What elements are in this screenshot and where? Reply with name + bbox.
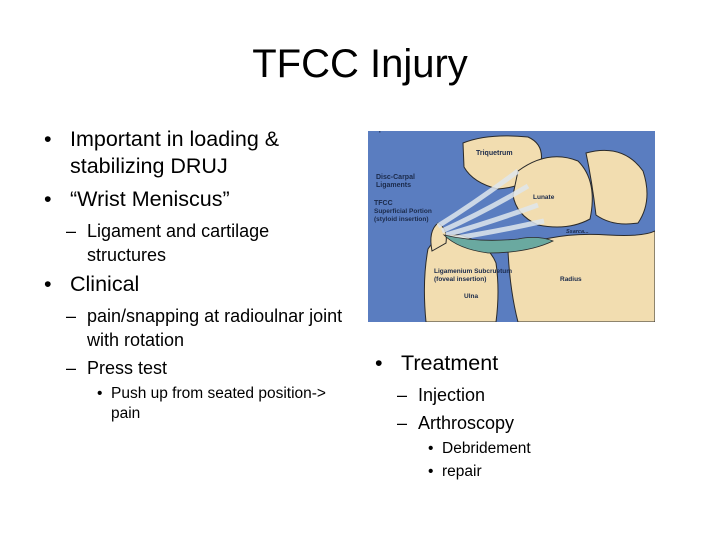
disc-carpal-ligament-fibers (436, 168, 545, 242)
slide-title: TFCC Injury (252, 42, 468, 86)
label-ulna: Ulna (464, 293, 478, 300)
sub-bullet-ligament-cartilage: Ligament and cartilage structures (56, 219, 344, 267)
sub-sub-bullet-repair: repair (420, 462, 695, 482)
bullet-treatment: Treatment (375, 350, 695, 377)
label-tfcc-line3: (styloid insertion) (374, 216, 429, 223)
label-ligamentum-line1: Ligamenium Subcruetum (434, 268, 512, 275)
lunate-bone (512, 156, 593, 228)
tfcc-articular-disc (442, 234, 554, 254)
radius-bone (507, 230, 655, 322)
label-tfcc-line1: TFCC (374, 200, 393, 207)
left-bullet-list: Important in loading & stabilizing DRUJ … (44, 126, 344, 427)
label-radius: Radius (560, 276, 582, 283)
sub-bullet-injection: Injection (387, 383, 695, 407)
label-triquetrum-text: Triquetrum (476, 150, 513, 157)
label-tfcc-line2: Superficial Portion (374, 208, 432, 215)
sub-sub-bullet-push-up: Push up from seated position-> pain (89, 384, 344, 424)
bullet-clinical: Clinical (44, 271, 344, 298)
sub-bullet-arthroscopy: Arthroscopy (387, 411, 695, 435)
label-lunate: Lunate (533, 194, 555, 201)
wrist-anatomy-illustration: Triquetrum Triquetrum Lunate Disc-Carpal… (368, 131, 655, 322)
tfcc-anatomy-diagram: Triquetrum Triquetrum Lunate Disc-Carpal… (368, 131, 655, 322)
bullet-loading: Important in loading & stabilizing DRUJ (44, 126, 344, 180)
label-ligamentum-line2: (foveal insertion) (434, 276, 486, 283)
right-bullet-list: Treatment Injection Arthroscopy Debridem… (375, 350, 695, 485)
label-disc-carpal-line1: Disc-Carpal (376, 174, 415, 181)
sub-bullet-press-test: Press test (56, 356, 344, 380)
label-disc-carpal-line2: Ligaments (376, 182, 411, 189)
label-triquetrum: Triquetrum (368, 131, 405, 133)
scaphoid-bone (585, 149, 648, 225)
sub-sub-bullet-debridement: Debridement (420, 439, 695, 459)
label-small-structure: Ssarca... (566, 229, 589, 235)
sub-bullet-pain-snapping: pain/snapping at radioulnar joint with r… (56, 304, 344, 352)
bullet-wrist-meniscus: “Wrist Meniscus” (44, 186, 344, 213)
